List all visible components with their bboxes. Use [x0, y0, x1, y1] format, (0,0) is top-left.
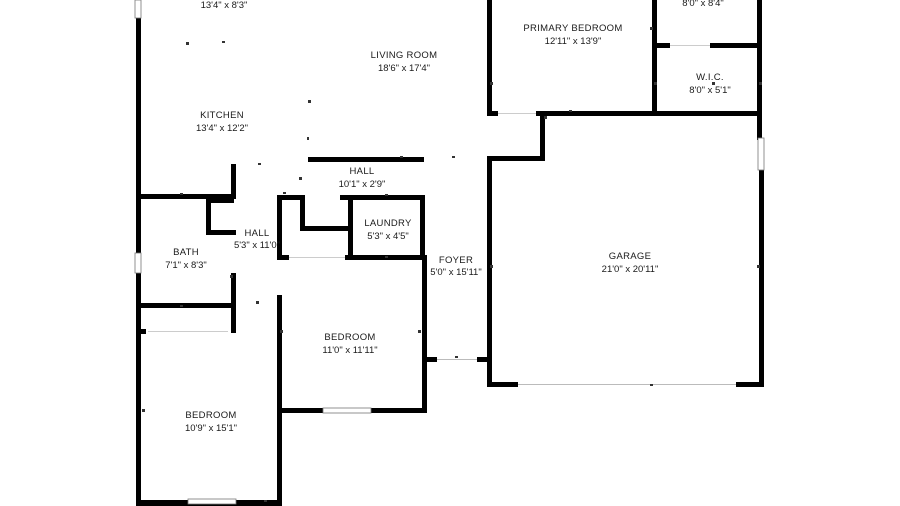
garage-side-window — [757, 137, 765, 171]
room-hall-upper-name: HALL — [350, 166, 375, 177]
room-primary-dims: 12'11" x 13'9" — [545, 36, 602, 47]
room-foyer-dims: 5'0" x 15'11" — [430, 267, 481, 278]
room-bedroom-left-name: BEDROOM — [185, 410, 236, 421]
wall-garage-notch-v — [540, 111, 545, 161]
room-kitchen-name: KITCHEN — [200, 110, 244, 121]
wall-hall-bottom — [300, 226, 350, 231]
room-hall-upper-dims: 10'1" x 2'9" — [339, 179, 386, 190]
bedroom-left-window — [187, 498, 237, 505]
top-left-window — [134, 0, 142, 19]
room-wic-dims: 8'0" x 5'1" — [689, 85, 731, 96]
room-laundry-name: LAUNDRY — [364, 218, 412, 229]
wall-linen-top — [277, 195, 305, 200]
room-wic-name: W.I.C. — [696, 72, 724, 83]
room-hall-lower-name: HALL — [245, 228, 270, 239]
room-laundry-dims: 5'3" x 4'5" — [367, 231, 409, 242]
wall-linen-left — [277, 195, 282, 257]
wall-primary-left — [487, 0, 492, 116]
room-bath-dims: 7'1" x 8'3" — [165, 260, 207, 271]
wall-hall-top — [308, 157, 424, 162]
wall-kitchen-bath — [136, 194, 236, 199]
room-top-left-dims: 13'4" x 8'3" — [201, 0, 248, 11]
wall-garage-notch-h — [487, 156, 545, 161]
wall-laundry-left — [348, 195, 353, 260]
room-garage-dims: 21'0" x 20'11" — [602, 264, 659, 275]
wall-laundry-top — [340, 195, 425, 200]
wall-right-upper — [757, 0, 762, 140]
wall-laundry-right — [420, 195, 425, 260]
wall-linen-right — [300, 195, 305, 230]
wall-bedroom-left-right — [277, 295, 282, 506]
bedroom-center-window — [322, 407, 372, 414]
wall-left-bedroom — [136, 303, 141, 506]
wall-garage-left — [487, 156, 492, 387]
room-top-right-dims: 8'0" x 8'4" — [682, 0, 724, 9]
room-bedroom-center-dims: 11'0" x 11'11" — [322, 345, 377, 356]
wall-closet-bottom — [206, 230, 236, 235]
wall-bath-bottom — [136, 303, 236, 308]
room-bath-name: BATH — [173, 247, 199, 258]
wall-primary-right — [652, 0, 657, 116]
wall-closet-left — [206, 198, 211, 235]
wall-primary-bottom — [487, 111, 587, 116]
wall-garage-right — [759, 170, 764, 387]
wall-wic-bottom — [540, 111, 762, 116]
wall-closet-top — [206, 198, 234, 203]
room-living-dims: 18'6" x 17'4" — [378, 63, 430, 74]
room-primary-name: PRIMARY BEDROOM — [523, 23, 622, 34]
wall-left-bath — [136, 194, 141, 308]
room-kitchen-dims: 13'4" x 12'2" — [196, 123, 248, 134]
wall-bedroom-center-top — [277, 255, 427, 260]
room-bedroom-left-dims: 10'9" x 15'1" — [185, 423, 237, 434]
wall-bath-right — [231, 164, 236, 199]
room-hall-lower-dims: 5'3" x 11'0" — [234, 240, 280, 251]
bath-window — [134, 252, 142, 274]
wall-left-upper — [136, 0, 141, 198]
wall-bath-bottom-stub — [231, 303, 236, 333]
wall-bath-right-lower — [231, 273, 236, 305]
wall-bedroom-center-right — [422, 255, 427, 413]
tick-marks — [142, 27, 762, 502]
room-foyer-name: FOYER — [439, 255, 473, 266]
room-garage-name: GARAGE — [609, 251, 651, 262]
room-bedroom-center-name: BEDROOM — [324, 332, 375, 343]
room-labels: 13'4" x 8'3" 8'0" x 8'4" LIVING ROOM 18'… — [165, 0, 731, 434]
openings — [134, 0, 765, 505]
room-living-name: LIVING ROOM — [371, 50, 438, 61]
